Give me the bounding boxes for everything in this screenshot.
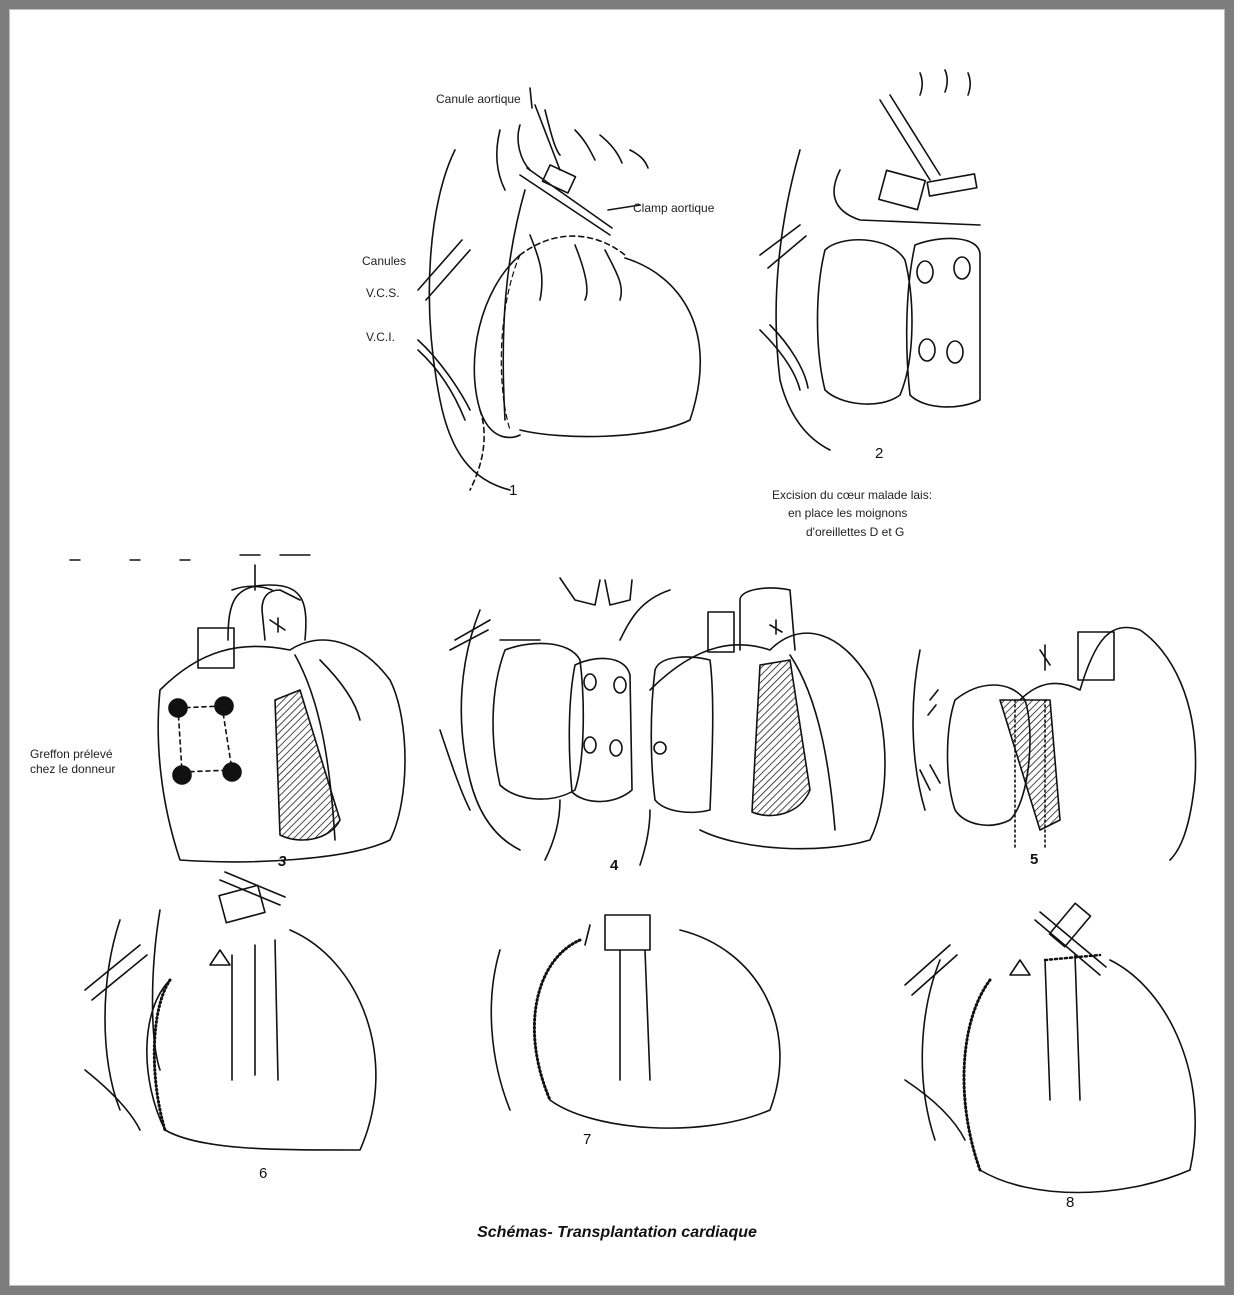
canules-label: Canules xyxy=(362,254,406,268)
figure-4 xyxy=(440,578,885,865)
figure-5 xyxy=(913,628,1196,861)
step-number-3: 3 xyxy=(278,853,286,870)
step-number-7: 7 xyxy=(583,1131,591,1148)
step-number-8: 8 xyxy=(1066,1194,1074,1211)
step-number-2: 2 xyxy=(875,445,883,462)
vcs-label: V.C.S. xyxy=(366,286,400,300)
diagram-caption: Schémas- Transplantation cardiaque xyxy=(0,1224,1234,1242)
figure-2 xyxy=(760,70,980,450)
clamp-aortique-label: Clamp aortique xyxy=(633,201,714,215)
excision-label-line-1: Excision du cœur malade lais: xyxy=(772,488,932,502)
figure-8 xyxy=(905,903,1195,1192)
vci-label: V.C.I. xyxy=(366,330,395,344)
step-number-6: 6 xyxy=(259,1165,267,1182)
excision-label-line-3: d'oreillettes D et G xyxy=(806,525,904,539)
step-number-5: 5 xyxy=(1030,851,1038,868)
greffon-label-line-2: chez le donneur xyxy=(30,762,115,776)
figure-3 xyxy=(70,555,405,862)
figure-7 xyxy=(491,915,780,1128)
step-number-1: 1 xyxy=(509,482,517,499)
greffon-label-line-1: Greffon prélevé xyxy=(30,747,113,761)
excision-label-line-2: en place les moignons xyxy=(788,506,907,520)
canule-aortique-label: Canule aortique xyxy=(436,92,521,106)
figure-6 xyxy=(85,872,376,1150)
figure-1 xyxy=(418,88,700,490)
step-number-4: 4 xyxy=(610,857,618,874)
